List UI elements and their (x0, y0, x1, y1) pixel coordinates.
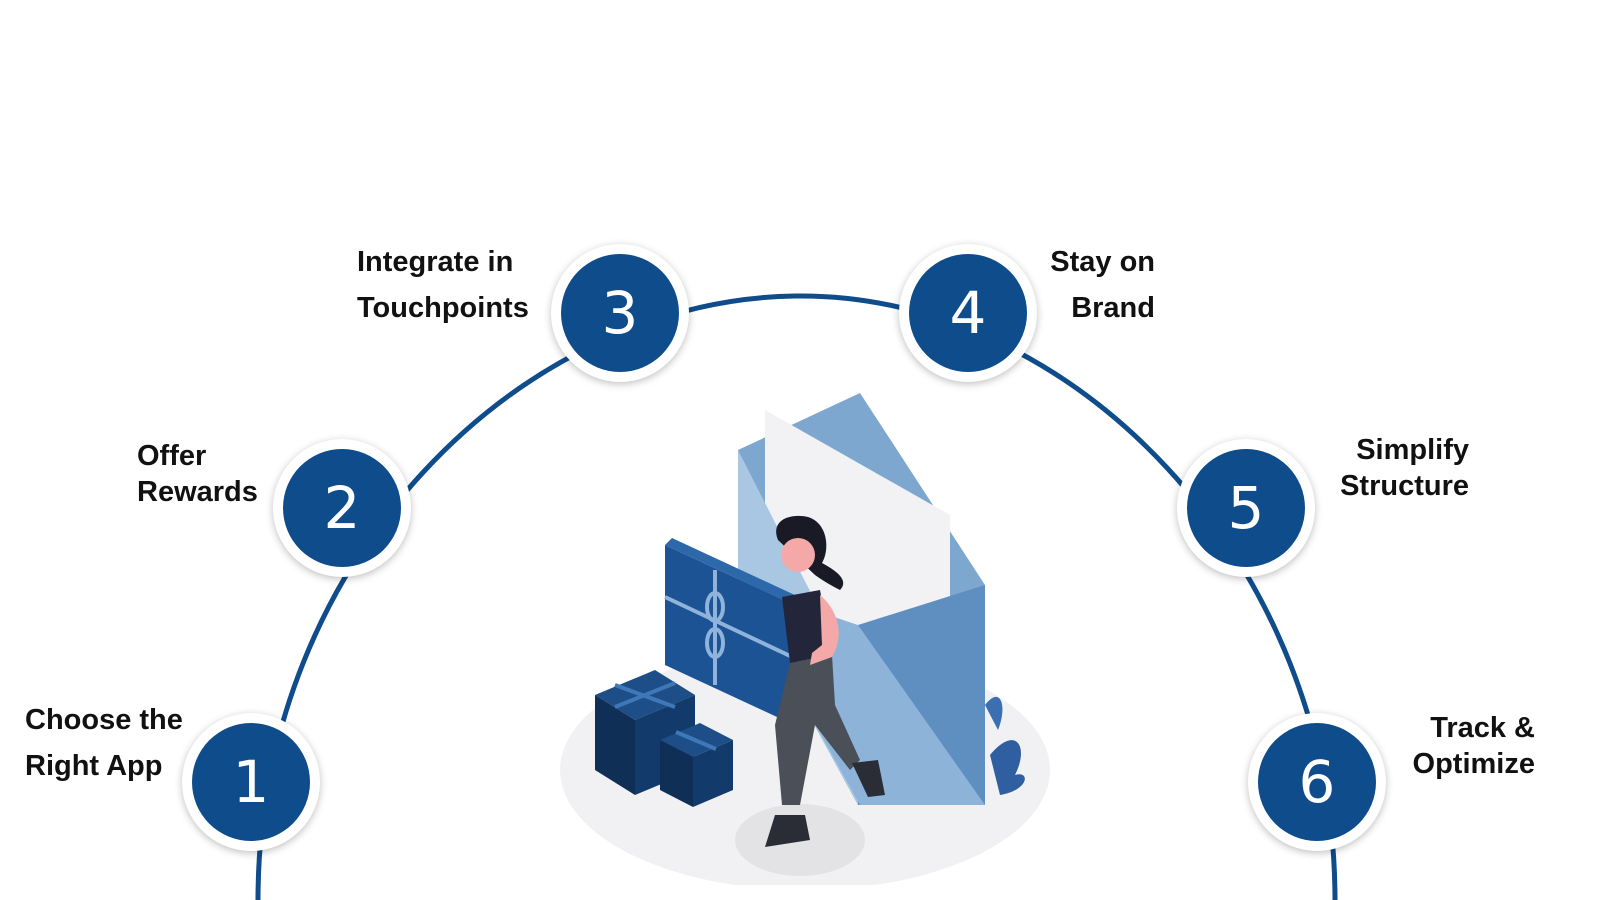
step-6-label-line-2: Optimize (1412, 748, 1535, 780)
gift-card-woman-illustration (560, 393, 1050, 885)
step-4-circle: 4 (899, 244, 1037, 382)
step-1-circle: 1 (182, 713, 320, 851)
step-3-number: 3 (561, 254, 679, 372)
step-3-label: Integrate in Touchpoints (357, 239, 529, 331)
step-3-circle: 3 (551, 244, 689, 382)
step-4-label: Stay on Brand (1050, 239, 1155, 331)
step-2-number: 2 (283, 449, 401, 567)
step-3-label-line-2: Touchpoints (357, 292, 529, 324)
step-6-label-line-1: Track & (1430, 712, 1535, 744)
step-5-label-line-1: Simplify (1356, 434, 1469, 466)
step-1-number: 1 (192, 723, 310, 841)
step-1-label-line-1: Choose the (25, 704, 183, 736)
step-4-label-line-2: Brand (1071, 292, 1155, 324)
step-5-circle: 5 (1177, 439, 1315, 577)
step-1-label: Choose the Right App (25, 697, 183, 789)
step-6-label: Track & Optimize (1413, 710, 1535, 782)
step-2-label-line-1: Offer (137, 440, 207, 472)
step-5-label-line-2: Structure (1340, 470, 1469, 502)
step-4-label-line-1: Stay on (1050, 246, 1155, 278)
step-1-label-line-2: Right App (25, 750, 163, 782)
step-3-label-line-1: Integrate in (357, 246, 514, 278)
step-6-circle: 6 (1248, 713, 1386, 851)
step-2-circle: 2 (273, 439, 411, 577)
step-2-label: Offer Rewards (137, 438, 258, 510)
step-2-label-line-2: Rewards (137, 476, 258, 508)
step-5-number: 5 (1187, 449, 1305, 567)
step-5-label: Simplify Structure (1340, 432, 1469, 504)
step-6-number: 6 (1258, 723, 1376, 841)
step-4-number: 4 (909, 254, 1027, 372)
